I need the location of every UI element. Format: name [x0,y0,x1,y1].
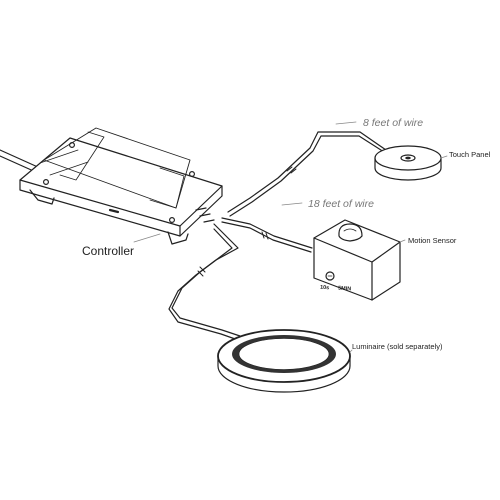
pir-dome [338,223,363,242]
annotation-leaders [281,121,357,206]
motion-sensor-label: Motion Sensor [408,236,457,245]
touch-panel-wire [227,131,387,217]
luminaire-wire [168,223,241,341]
sensor-marking-left: 10s [319,284,330,292]
wire-length-touch-panel: 8 feet of wire [363,117,424,129]
controller-label: Controller [82,244,135,258]
wire-length-motion-sensor: 18 feet of wire [308,198,374,210]
sensor-marking-right: 5MIN [337,285,352,293]
motion-sensor [313,219,406,301]
timer-knob [325,271,335,281]
wire-8ft-leader [335,121,357,125]
touch-panel [374,145,448,181]
controller-leader [133,233,161,243]
luminaire [217,329,353,393]
wire-18ft-leader [281,202,303,206]
controller [19,127,223,245]
touch-button [400,154,416,162]
touch-panel-label: Touch Panel [449,150,491,159]
luminaire-label: Luminaire (sold separately) [352,342,443,351]
motion-sensor-wire [221,217,313,253]
